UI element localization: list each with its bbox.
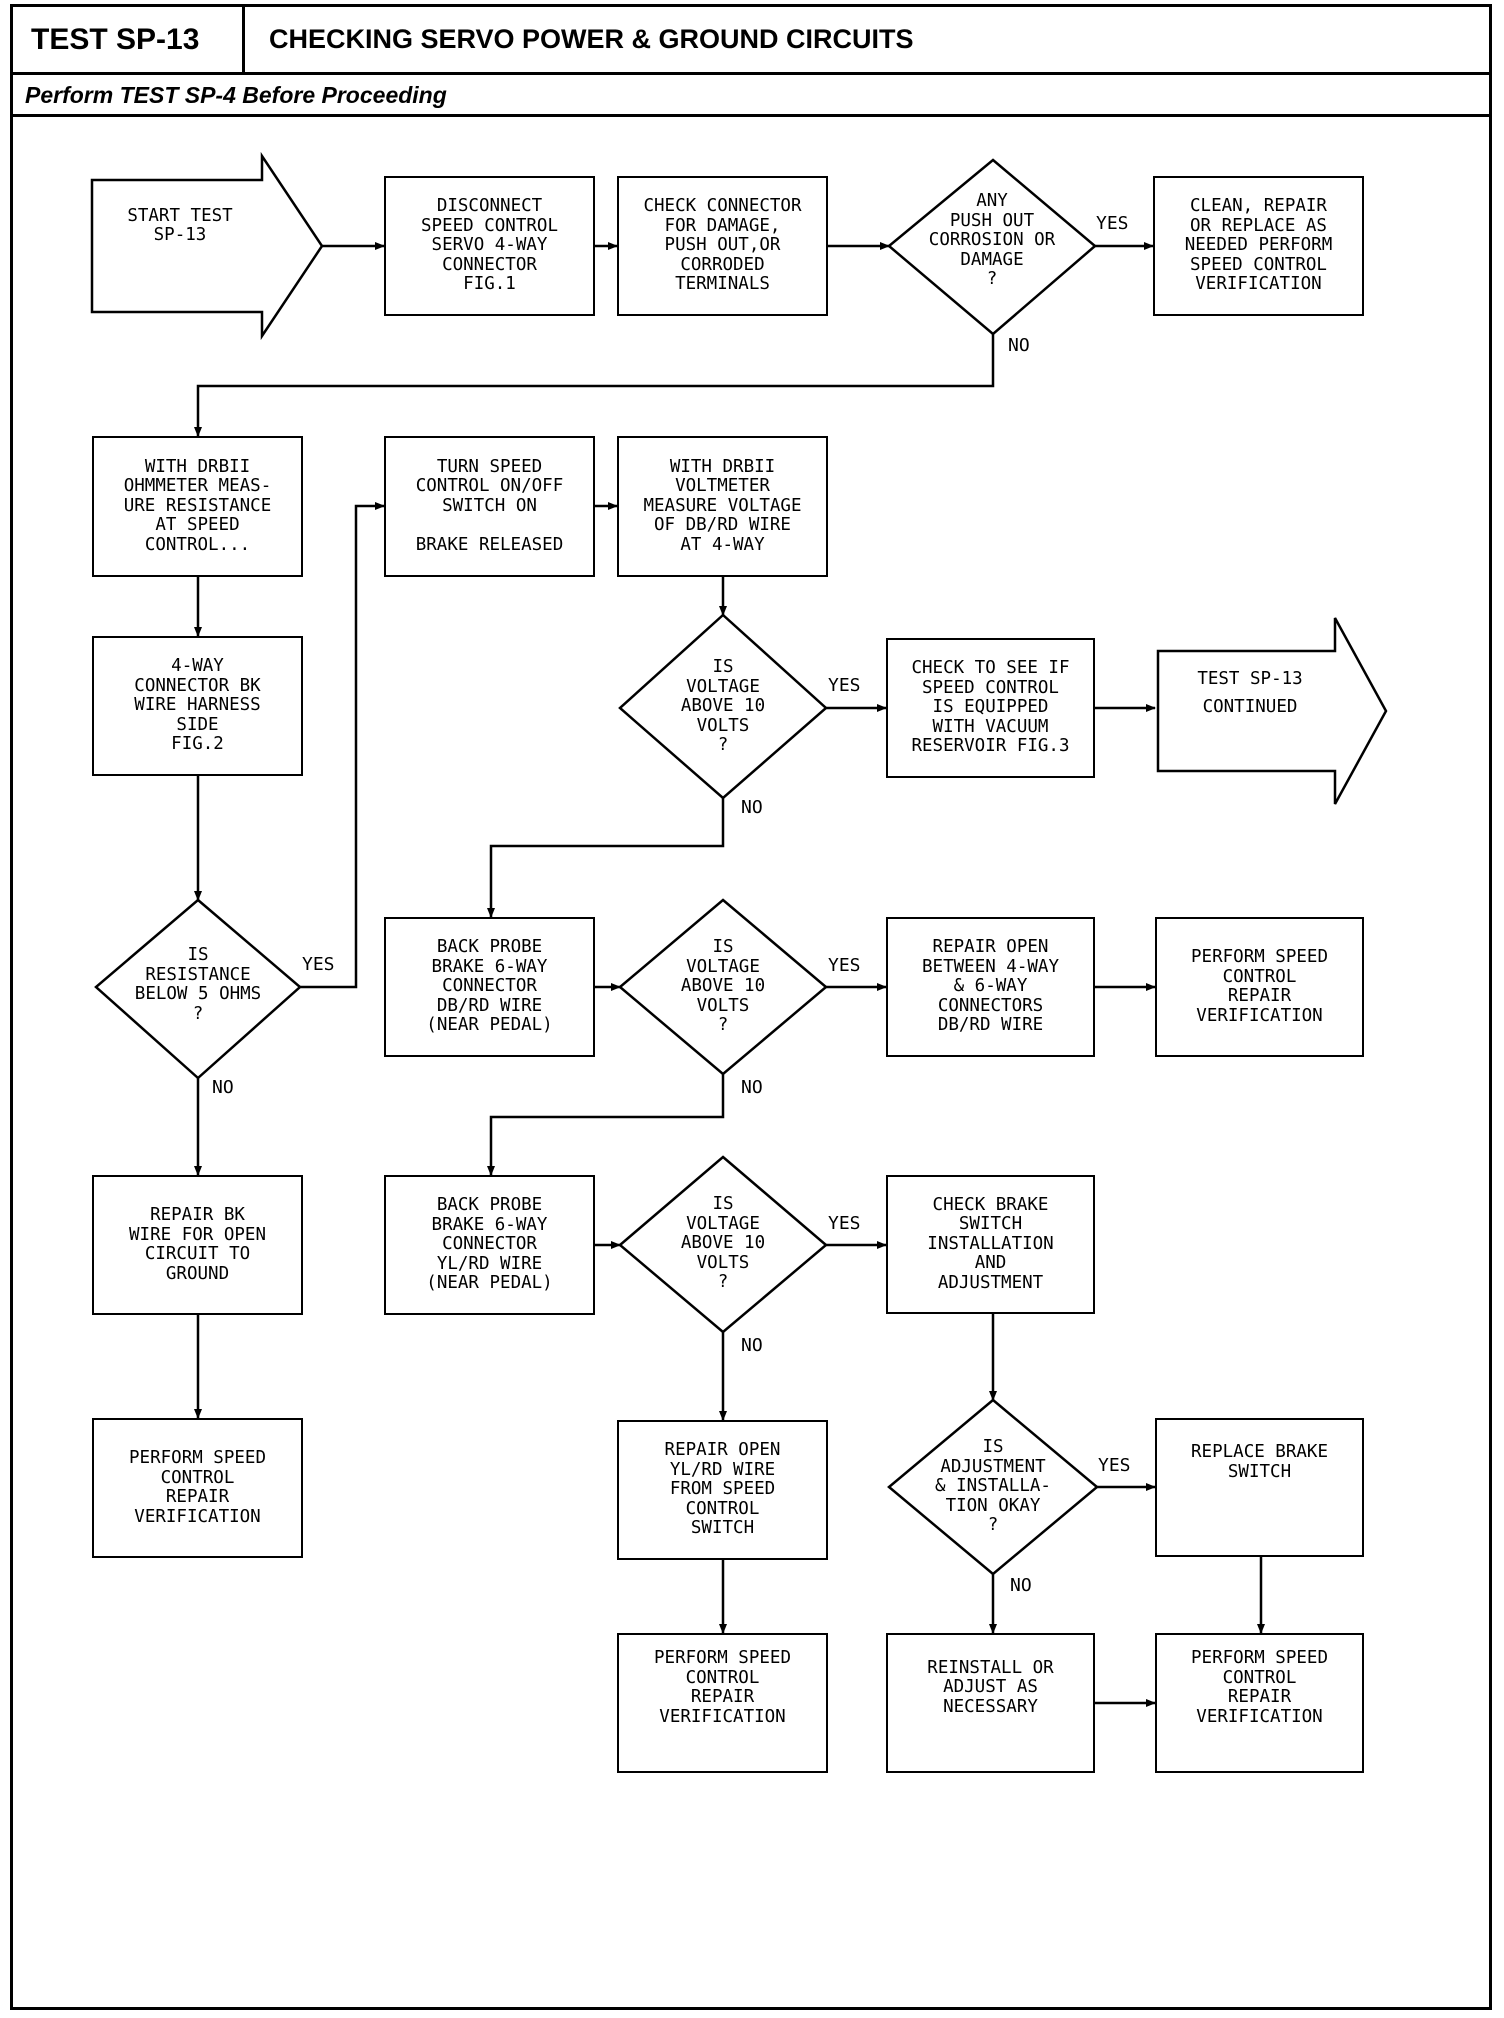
decision-voltage-3-text: IS VOLTAGE ABOVE 10 VOLTS ? — [680, 1194, 766, 1293]
perform-verification-text-1: PERFORM SPEED CONTROL REPAIR VERIFICATIO… — [1191, 947, 1328, 1026]
yes-label-adjust: YES — [1098, 1455, 1131, 1476]
continued-arrow-shape — [1156, 617, 1388, 805]
no-label-voltage-1: NO — [741, 797, 763, 818]
decision-pushout-label: ANY PUSH OUT CORROSION OR DAMAGE ? — [889, 186, 1095, 296]
test-id-label: TEST SP-13 — [13, 7, 245, 72]
decision-adjust-label: IS ADJUSTMENT & INSTALLA- TION OKAY ? — [889, 1432, 1097, 1542]
back-probe-yl-text: BACK PROBE BRAKE 6-WAY CONNECTOR YL/RD W… — [426, 1195, 553, 1294]
disconnect-servo-box: DISCONNECT SPEED CONTROL SERVO 4-WAY CON… — [384, 176, 595, 316]
no-label-voltage-3: NO — [741, 1335, 763, 1356]
decision-voltage-2-text: IS VOLTAGE ABOVE 10 VOLTS ? — [680, 937, 766, 1036]
back-probe-db-text: BACK PROBE BRAKE 6-WAY CONNECTOR DB/RD W… — [426, 937, 553, 1036]
prerequisite-note: Perform TEST SP-4 Before Proceeding — [25, 82, 447, 108]
decision-resistance-label: IS RESISTANCE BELOW 5 OHMS ? — [96, 940, 300, 1030]
continued-text: TEST SP-13 CONTINUED — [1197, 669, 1303, 717]
check-connector-text: CHECK CONNECTOR FOR DAMAGE, PUSH OUT,OR … — [643, 196, 802, 295]
clean-repair-box: CLEAN, REPAIR OR REPLACE AS NEEDED PERFO… — [1153, 176, 1364, 316]
no-label-resistance: NO — [212, 1077, 234, 1098]
repair-open-yl-text: REPAIR OPEN YL/RD WIRE FROM SPEED CONTRO… — [664, 1440, 781, 1539]
yes-label-voltage-2: YES — [828, 955, 861, 976]
no-label-voltage-2: NO — [741, 1077, 763, 1098]
repair-open-4-6-box: REPAIR OPEN BETWEEN 4-WAY & 6-WAY CONNEC… — [886, 917, 1095, 1057]
check-brake-switch-box: CHECK BRAKE SWITCH INSTALLATION AND ADJU… — [886, 1175, 1095, 1314]
decision-voltage-3-label: IS VOLTAGE ABOVE 10 VOLTS ? — [620, 1189, 826, 1299]
repair-bk-text: REPAIR BK WIRE FOR OPEN CIRCUIT TO GROUN… — [129, 1205, 266, 1284]
check-connector-box: CHECK CONNECTOR FOR DAMAGE, PUSH OUT,OR … — [617, 176, 828, 316]
reinstall-box: REINSTALL OR ADJUST AS NECESSARY — [886, 1633, 1095, 1773]
disconnect-servo-text: DISCONNECT SPEED CONTROL SERVO 4-WAY CON… — [421, 196, 558, 295]
perform-verification-text-4: PERFORM SPEED CONTROL REPAIR VERIFICATIO… — [1191, 1648, 1328, 1727]
back-probe-yl-box: BACK PROBE BRAKE 6-WAY CONNECTOR YL/RD W… — [384, 1175, 595, 1315]
repair-open-4-6-text: REPAIR OPEN BETWEEN 4-WAY & 6-WAY CONNEC… — [922, 937, 1059, 1036]
replace-switch-text: REPLACE BRAKE SWITCH — [1191, 1442, 1328, 1482]
decision-resistance-text: IS RESISTANCE BELOW 5 OHMS ? — [134, 945, 262, 1024]
start-text: START TEST SP-13 — [127, 205, 233, 245]
perform-verification-box-1: PERFORM SPEED CONTROL REPAIR VERIFICATIO… — [1155, 917, 1364, 1057]
yes-label-voltage-1: YES — [828, 675, 861, 696]
decision-voltage-2-label: IS VOLTAGE ABOVE 10 VOLTS ? — [620, 932, 826, 1042]
decision-pushout-text: ANY PUSH OUT CORROSION OR DAMAGE ? — [928, 191, 1056, 290]
no-label-adjust: NO — [1010, 1575, 1032, 1596]
page-frame: TEST SP-13 CHECKING SERVO POWER & GROUND… — [10, 4, 1492, 2010]
replace-switch-box: REPLACE BRAKE SWITCH — [1155, 1418, 1364, 1557]
perform-verification-box-2: PERFORM SPEED CONTROL REPAIR VERIFICATIO… — [617, 1633, 828, 1773]
bk-wire-text: 4-WAY CONNECTOR BK WIRE HARNESS SIDE FIG… — [134, 656, 261, 755]
repair-open-yl-box: REPAIR OPEN YL/RD WIRE FROM SPEED CONTRO… — [617, 1420, 828, 1560]
perform-verification-text-2: PERFORM SPEED CONTROL REPAIR VERIFICATIO… — [654, 1648, 791, 1727]
clean-repair-text: CLEAN, REPAIR OR REPLACE AS NEEDED PERFO… — [1184, 196, 1333, 295]
ohmmeter-text: WITH DRBII OHMMETER MEAS- URE RESISTANCE… — [123, 456, 272, 555]
page-title: CHECKING SERVO POWER & GROUND CIRCUITS — [269, 24, 914, 54]
yes-label-pushout: YES — [1096, 213, 1129, 234]
check-brake-switch-text: CHECK BRAKE SWITCH INSTALLATION AND ADJU… — [927, 1194, 1054, 1293]
ohmmeter-box: WITH DRBII OHMMETER MEAS- URE RESISTANCE… — [92, 436, 303, 577]
start-arrow-shape — [90, 151, 324, 341]
continued-arrow: TEST SP-13 CONTINUED — [1160, 668, 1340, 718]
perform-verification-box-4: PERFORM SPEED CONTROL REPAIR VERIFICATIO… — [1155, 1633, 1364, 1773]
start-arrow: START TEST SP-13 — [100, 196, 260, 256]
decision-adjust-text: IS ADJUSTMENT & INSTALLA- TION OKAY ? — [935, 1437, 1051, 1536]
decision-voltage-1-text: IS VOLTAGE ABOVE 10 VOLTS ? — [680, 657, 766, 756]
decision-voltage-1-label: IS VOLTAGE ABOVE 10 VOLTS ? — [620, 652, 826, 762]
repair-bk-box: REPAIR BK WIRE FOR OPEN CIRCUIT TO GROUN… — [92, 1175, 303, 1315]
check-vacuum-text: CHECK TO SEE IF SPEED CONTROL IS EQUIPPE… — [911, 658, 1070, 757]
perform-verification-box-3: PERFORM SPEED CONTROL REPAIR VERIFICATIO… — [92, 1418, 303, 1558]
subheader-bar: Perform TEST SP-4 Before Proceeding — [13, 75, 1489, 117]
check-vacuum-box: CHECK TO SEE IF SPEED CONTROL IS EQUIPPE… — [886, 638, 1095, 778]
yes-label-voltage-3: YES — [828, 1213, 861, 1234]
back-probe-db-box: BACK PROBE BRAKE 6-WAY CONNECTOR DB/RD W… — [384, 917, 595, 1057]
voltmeter-box: WITH DRBII VOLTMETER MEASURE VOLTAGE OF … — [617, 436, 828, 577]
turn-on-box: TURN SPEED CONTROL ON/OFF SWITCH ON BRAK… — [384, 436, 595, 577]
reinstall-text: REINSTALL OR ADJUST AS NECESSARY — [927, 1657, 1054, 1717]
bk-wire-box: 4-WAY CONNECTOR BK WIRE HARNESS SIDE FIG… — [92, 636, 303, 776]
yes-label-resistance: YES — [302, 954, 335, 975]
perform-verification-text-3: PERFORM SPEED CONTROL REPAIR VERIFICATIO… — [129, 1448, 266, 1527]
turn-on-text: TURN SPEED CONTROL ON/OFF SWITCH ON BRAK… — [415, 456, 564, 555]
header-bar: TEST SP-13 CHECKING SERVO POWER & GROUND… — [13, 7, 1489, 75]
voltmeter-text: WITH DRBII VOLTMETER MEASURE VOLTAGE OF … — [643, 456, 802, 555]
no-label-pushout: NO — [1008, 335, 1030, 356]
